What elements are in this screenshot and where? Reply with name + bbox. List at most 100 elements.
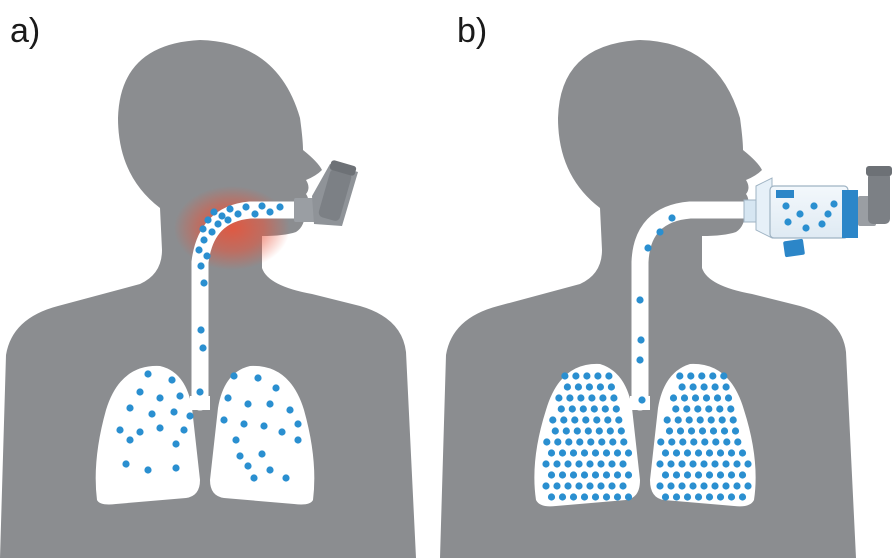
particle	[683, 405, 690, 412]
particle	[586, 460, 593, 467]
particle	[706, 449, 713, 456]
particle	[554, 438, 561, 445]
particle	[566, 394, 573, 401]
particle	[588, 394, 595, 401]
particle	[676, 372, 683, 379]
particle	[678, 482, 685, 489]
particle	[732, 427, 739, 434]
particle	[615, 416, 622, 423]
particle	[703, 394, 710, 401]
panel-a	[0, 40, 416, 558]
particle	[662, 449, 669, 456]
particle	[701, 438, 708, 445]
particle	[620, 438, 627, 445]
particle	[710, 427, 717, 434]
particle	[570, 449, 577, 456]
particle	[564, 460, 571, 467]
particle	[687, 372, 694, 379]
particle	[695, 493, 702, 500]
particle	[564, 482, 571, 489]
particle	[739, 493, 746, 500]
particle	[592, 471, 599, 478]
particle	[679, 383, 686, 390]
particle	[684, 493, 691, 500]
particle	[609, 438, 616, 445]
particle	[555, 394, 562, 401]
particle	[548, 449, 555, 456]
particle	[668, 438, 675, 445]
particle	[717, 471, 724, 478]
particle	[711, 482, 718, 489]
particle	[543, 438, 550, 445]
particle	[725, 394, 732, 401]
particle	[706, 493, 713, 500]
particle	[708, 416, 715, 423]
particle	[727, 405, 734, 412]
particle	[705, 405, 712, 412]
particle	[733, 460, 740, 467]
particle	[552, 427, 559, 434]
particle	[700, 482, 707, 489]
particle	[576, 438, 583, 445]
particle	[728, 449, 735, 456]
particle	[716, 405, 723, 412]
particle	[586, 383, 593, 390]
particle	[603, 449, 610, 456]
particle	[717, 449, 724, 456]
particle	[553, 460, 560, 467]
particle	[542, 482, 549, 489]
particle	[656, 482, 663, 489]
particle	[597, 482, 604, 489]
particle	[599, 394, 606, 401]
panel-b	[440, 40, 892, 558]
particle	[662, 471, 669, 478]
particle	[700, 460, 707, 467]
particle	[681, 394, 688, 401]
particle	[581, 449, 588, 456]
particle	[679, 438, 686, 445]
particle	[608, 460, 615, 467]
particle	[559, 471, 566, 478]
particle	[662, 493, 669, 500]
particle	[581, 471, 588, 478]
particle	[720, 372, 727, 379]
particle	[565, 438, 572, 445]
particle	[695, 449, 702, 456]
particle	[667, 460, 674, 467]
particle	[722, 460, 729, 467]
particle	[598, 438, 605, 445]
inhaler-icon	[858, 166, 892, 226]
particle	[688, 427, 695, 434]
particle	[689, 482, 696, 489]
particle	[597, 460, 604, 467]
particle	[613, 405, 620, 412]
particle	[712, 438, 719, 445]
particle	[591, 405, 598, 412]
particle	[684, 449, 691, 456]
particle	[607, 427, 614, 434]
particle	[698, 372, 705, 379]
particle	[675, 416, 682, 423]
particle	[586, 482, 593, 489]
particle	[701, 383, 708, 390]
particle	[690, 383, 697, 390]
particle	[692, 394, 699, 401]
particle	[699, 427, 706, 434]
particle	[721, 427, 728, 434]
particle	[570, 493, 577, 500]
particle	[728, 471, 735, 478]
particle	[582, 416, 589, 423]
particle	[569, 405, 576, 412]
particle	[695, 471, 702, 478]
particle	[560, 416, 567, 423]
particle	[689, 460, 696, 467]
particle	[678, 460, 685, 467]
particle	[575, 482, 582, 489]
particle	[734, 438, 741, 445]
particle	[711, 460, 718, 467]
particle	[672, 405, 679, 412]
trachea-fork	[190, 396, 210, 410]
particle	[618, 427, 625, 434]
particle	[587, 438, 594, 445]
